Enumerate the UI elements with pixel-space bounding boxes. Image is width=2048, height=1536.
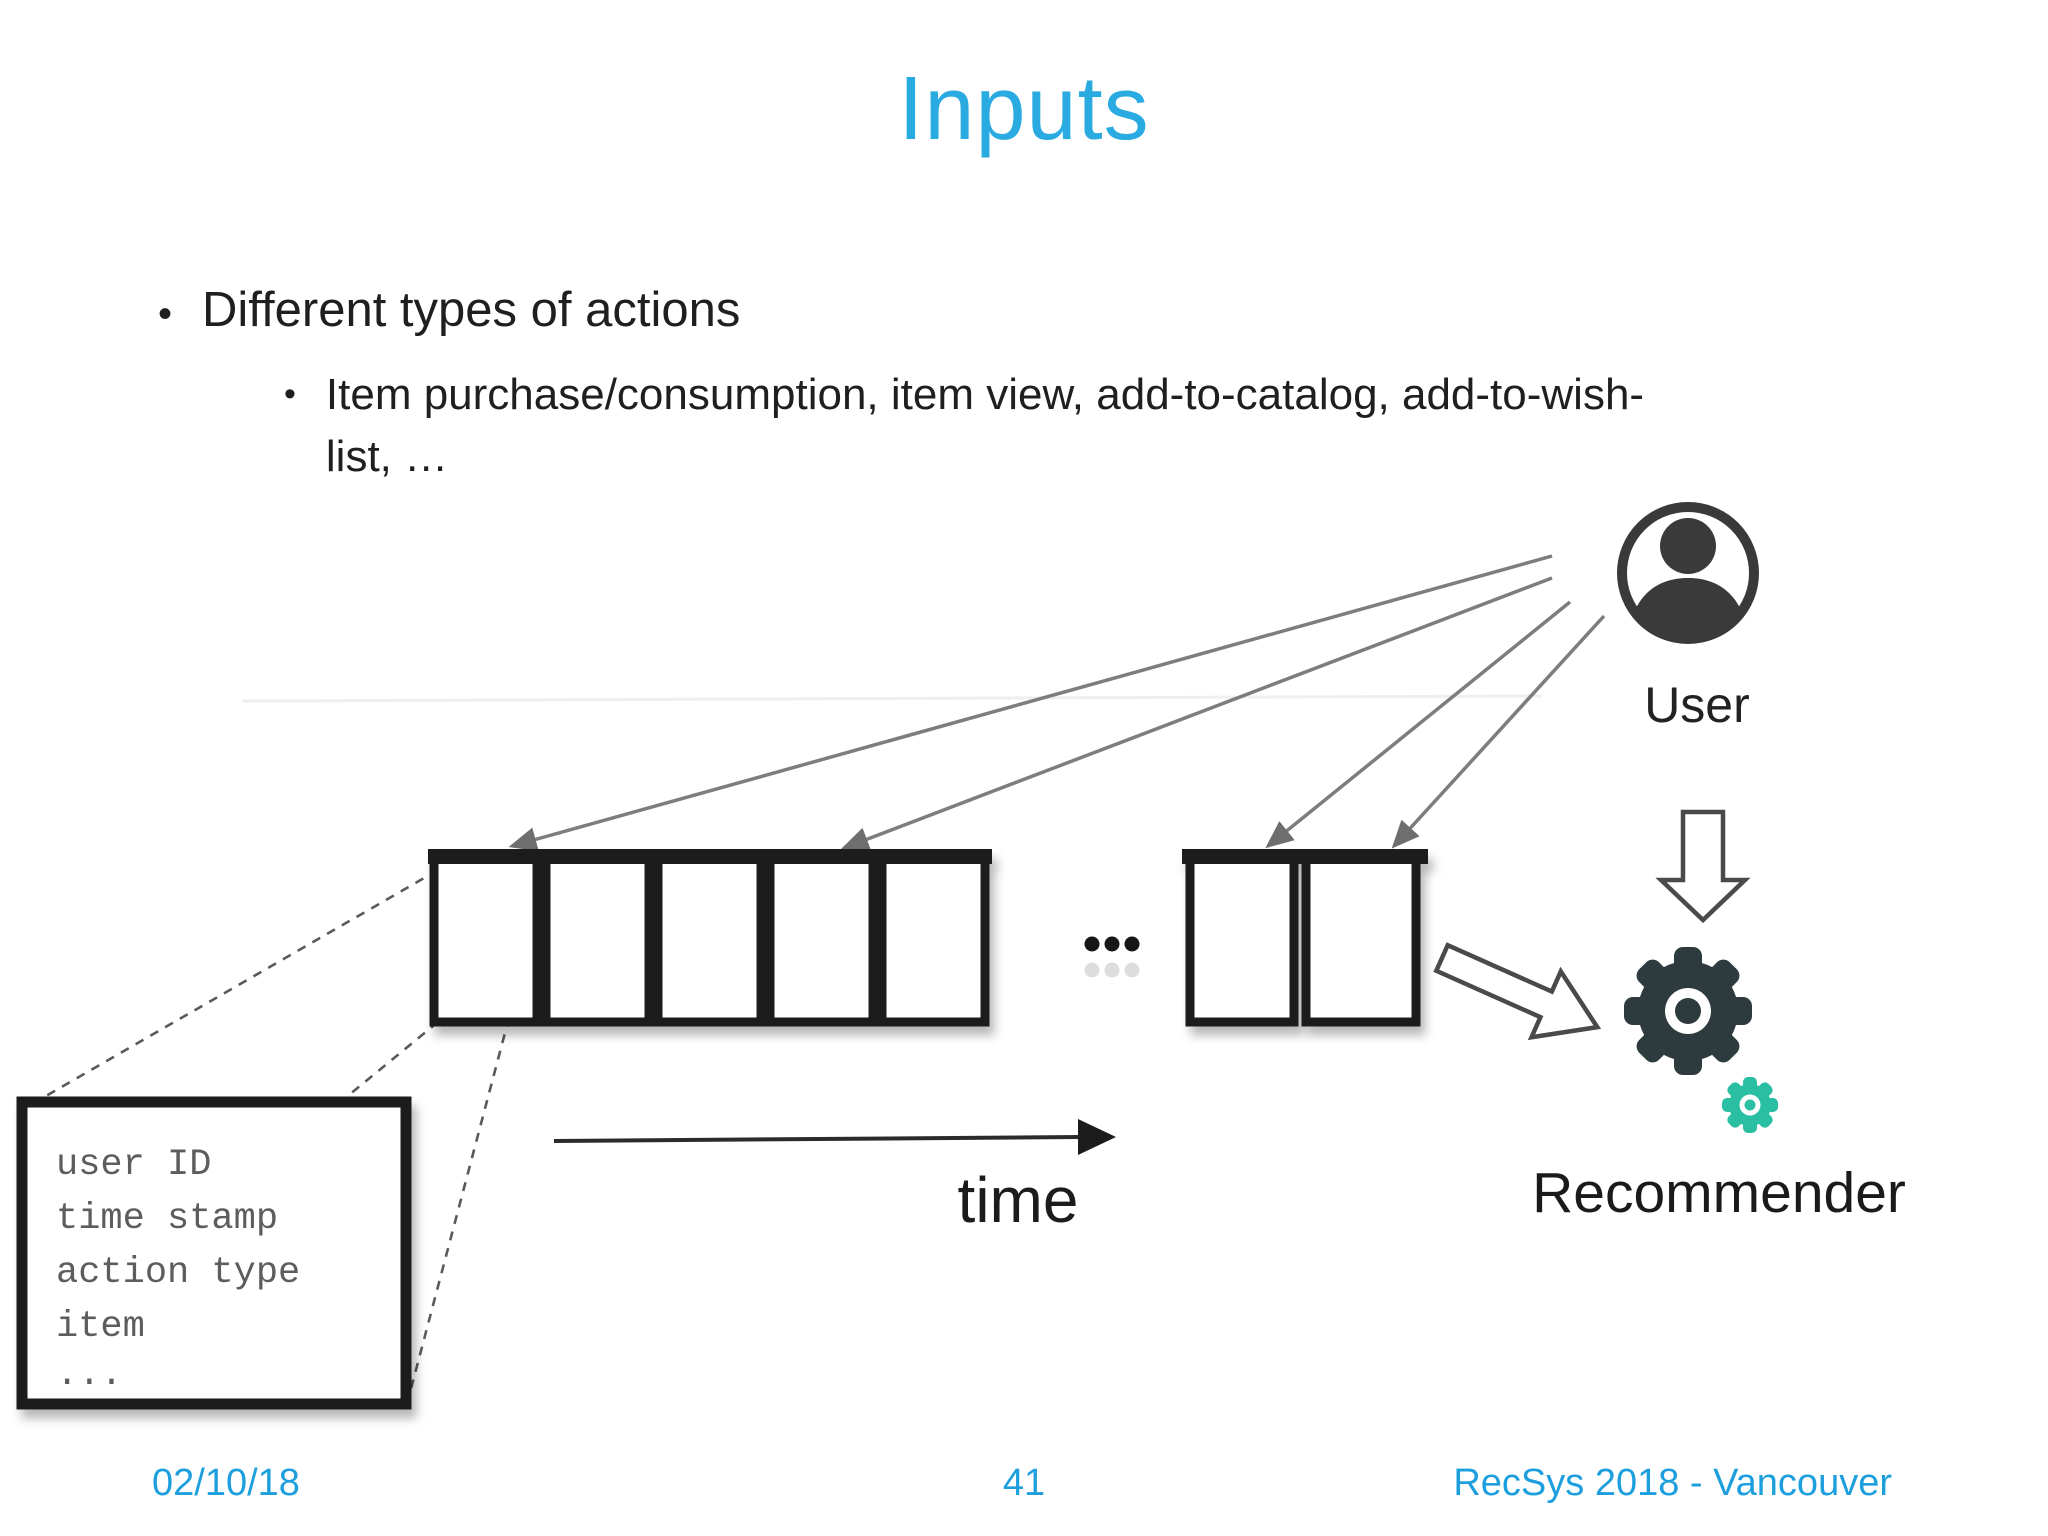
footer-page-number: 41 (1002, 1462, 1046, 1504)
note-line-time-stamp: time stamp (56, 1198, 278, 1240)
dashed-line-2 (337, 1020, 439, 1106)
user-arrow-1 (508, 554, 1553, 852)
note-line-action-type: action type (56, 1252, 300, 1294)
event-cell (765, 853, 878, 1027)
bullet-level2-line1: Item purchase/consumption, item view, ad… (325, 370, 1645, 419)
down-block-arrow-icon (1655, 809, 1751, 924)
gear-icon (1624, 947, 1752, 1075)
time-axis-arrowhead (1078, 1119, 1116, 1155)
right-block-arrow-icon (1433, 942, 1602, 1041)
time-label: time (958, 1164, 1079, 1236)
note-line-item: item (56, 1306, 145, 1348)
bullet-level2-line2: list, … (325, 432, 449, 481)
note-line-ellipsis: ... (56, 1354, 123, 1396)
user-action-arrows (508, 554, 1606, 852)
event-cell (541, 853, 654, 1027)
user-arrow-2 (840, 576, 1553, 851)
bullet-level1-text: Different types of actions (202, 283, 741, 337)
record-note-rect (16, 1096, 412, 1410)
event-cell (1301, 853, 1421, 1027)
user-avatar-icon (1617, 502, 1759, 644)
time-axis-line (553, 1135, 1081, 1143)
user-arrow-3 (1265, 600, 1572, 849)
ellipsis-dots (1084, 936, 1140, 978)
recommender-label: Recommender (1532, 1161, 1906, 1225)
event-box-group-2 (1182, 849, 1428, 1027)
event-cell (653, 853, 766, 1027)
event-box-group-1 (428, 849, 992, 1027)
bullet-dot: • (284, 375, 296, 413)
user-arrow-4 (1391, 614, 1606, 849)
event-cell (429, 853, 542, 1027)
bullet-level1: • Different types of actions (158, 282, 740, 346)
record-note-box: user ID time stamp action type item ... (16, 1096, 412, 1410)
faint-artifact-line (241, 694, 1543, 703)
group1-top-bar (428, 849, 992, 864)
group2-top-bar (1182, 849, 1428, 864)
footer-event: RecSys 2018 - Vancouver (1453, 1462, 1892, 1504)
user-label: User (1644, 677, 1750, 733)
page-title: Inputs (898, 59, 1150, 159)
time-axis: time (553, 1119, 1116, 1236)
event-cell (877, 853, 990, 1027)
note-line-user-id: user ID (56, 1144, 211, 1186)
bullet-level2: • Item purchase/consumption, item view, … (284, 364, 1644, 488)
bullet-dot: • (158, 292, 173, 336)
footer-date: 02/10/18 (152, 1462, 300, 1504)
gear-icon-small (1722, 1077, 1778, 1133)
event-cell (1185, 853, 1299, 1027)
bullet-level2-text: Item purchase/consumption, item view, ad… (326, 364, 1644, 488)
dashed-line-1 (31, 868, 439, 1106)
